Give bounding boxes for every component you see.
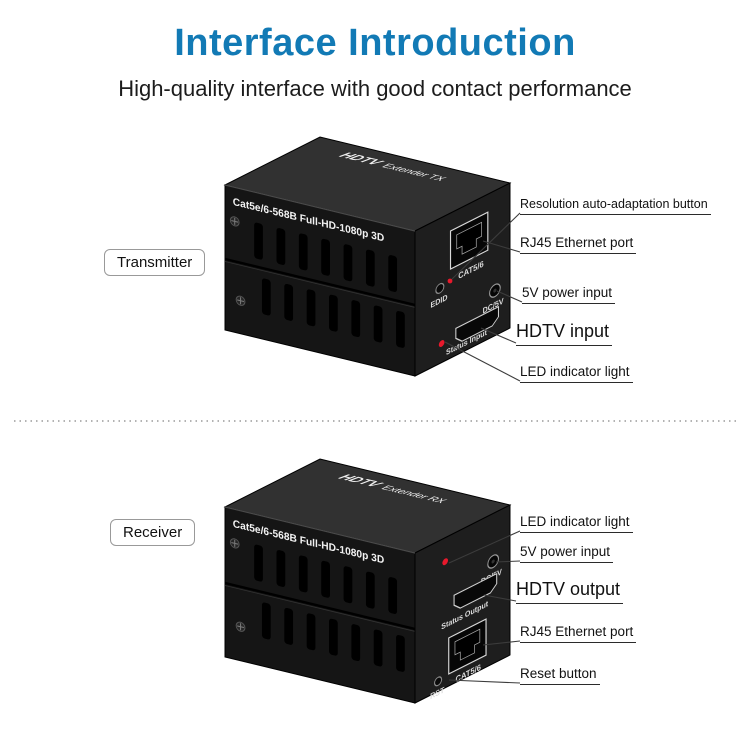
screw-icon (235, 621, 246, 632)
vent-slot (329, 294, 338, 332)
vent-slot (388, 577, 398, 614)
callout-endpoint-dot (447, 278, 453, 284)
vent-slot (365, 571, 375, 609)
vent-slot (388, 255, 398, 292)
vent-slot (373, 629, 383, 667)
reset-button (434, 676, 443, 687)
enclosure-seam-highlight (225, 261, 415, 308)
vent-slot (351, 300, 361, 338)
page-title: Interface Introduction (174, 22, 576, 64)
vent-slot (254, 222, 263, 260)
callout-label-led-rx: LED indicator light (520, 514, 633, 533)
callout-line (448, 679, 521, 684)
callout-line (495, 560, 521, 563)
callout-label-power-input-tx: 5V power input (522, 285, 616, 304)
callout-label-led-tx: LED indicator light (520, 364, 633, 383)
callout-line (444, 341, 521, 382)
callout-label-resolution-button: Resolution auto-adaptation button (520, 197, 711, 215)
callout-line (448, 530, 521, 564)
vent-slot (276, 228, 286, 265)
tx-port-panel: CAT5/6 EDID DC/5V Status Input (430, 211, 504, 357)
vent-slot (284, 607, 294, 645)
rx-front-top-edge (224, 506, 416, 554)
led-indicator (438, 340, 445, 348)
page-subtitle: High-quality interface with good contact… (118, 76, 632, 101)
vent-slot (321, 560, 330, 598)
vent-slot (396, 310, 405, 348)
vent-slot (321, 238, 330, 276)
callout-line (480, 327, 517, 344)
callout-label-reset-button: Reset button (520, 666, 600, 685)
vent-slot (276, 550, 286, 587)
vent-slot (298, 555, 308, 593)
rx-port-panel: DC/5V Status Output CAT5/6 RST (430, 554, 502, 701)
vent-slot (365, 249, 375, 287)
rj45-port-inner (456, 221, 482, 255)
vent-slot (351, 624, 361, 662)
callout-label-rj45-port-rx: RJ45 Ethernet port (520, 624, 637, 643)
vent-slot (284, 283, 294, 321)
callout-label-hdtv-input: HDTV input (516, 321, 613, 346)
callout-line (496, 290, 523, 303)
callout-line (482, 240, 521, 253)
power-jack-pin (491, 559, 495, 564)
transmitter-device: HDTVExtender TX Cat5e/6-568B Full-HD-108… (223, 136, 512, 377)
vent-slot (343, 566, 353, 604)
screw-icon (235, 295, 246, 306)
vent-slot (343, 244, 353, 282)
vent-slot (306, 613, 316, 651)
vent-slot (261, 602, 271, 640)
callout-line (483, 594, 517, 602)
screw-icon (229, 216, 240, 227)
vent-slot (298, 233, 308, 271)
vent-slot (254, 544, 263, 582)
vent-slot (396, 634, 405, 672)
hdmi-port (455, 305, 500, 342)
power-jack-pin (493, 288, 497, 293)
callout-label-hdtv-output: HDTV output (516, 579, 624, 604)
rx-callout-lines (448, 530, 521, 684)
enclosure-seam-highlight (225, 585, 415, 632)
vent-slot (306, 289, 316, 327)
vent-slot (329, 618, 338, 656)
callout-label-power-input-rx: 5V power input (520, 544, 614, 563)
screw-icon (229, 538, 240, 549)
receiver-tag: Receiver (110, 519, 196, 546)
tx-front-top-edge (224, 184, 416, 232)
tx-callout-lines (444, 212, 523, 382)
vent-slot (261, 278, 271, 316)
hdmi-port (453, 572, 498, 609)
callout-line (449, 212, 521, 282)
edid-button (435, 282, 445, 295)
enclosure-seam (225, 257, 415, 307)
callout-label-rj45-port-tx: RJ45 Ethernet port (520, 235, 637, 254)
vent-slot (373, 305, 383, 343)
rj45-port-inner (454, 628, 481, 661)
led-indicator (442, 558, 449, 566)
callout-line (482, 640, 521, 646)
transmitter-tag: Transmitter (104, 249, 206, 276)
enclosure-seam (225, 581, 415, 631)
receiver-device: HDTVExtender RX Cat5e/6-568B Full-HD-108… (223, 458, 512, 704)
